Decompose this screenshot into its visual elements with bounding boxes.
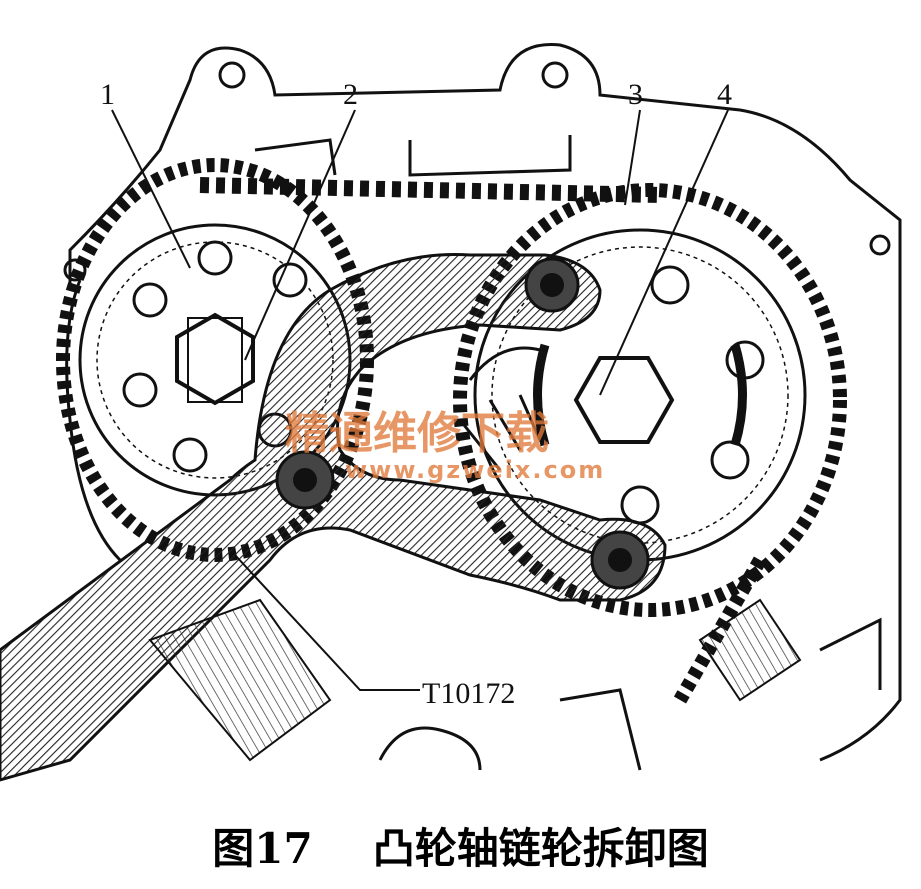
callout-3: 3 — [628, 78, 643, 111]
callout-2: 2 — [343, 78, 358, 111]
leader-lines — [111, 109, 729, 691]
lower-engine-detail — [148, 598, 802, 771]
tool-label: T10172 — [422, 677, 515, 710]
watermark-text: 精通维修下载 — [285, 408, 549, 459]
callout-4: 4 — [717, 78, 732, 111]
callout-1: 1 — [100, 78, 115, 111]
watermark-url: www.gzweix.com — [345, 456, 605, 484]
camshaft-sprocket-drawing: 1 2 3 4 T10172 精通维修下载 www.gzweix.com — [0, 43, 902, 782]
caption-number: 图17 — [212, 824, 313, 873]
caption-title: 凸轮轴链轮拆卸图 — [372, 824, 709, 873]
right-sprocket-bolt — [573, 356, 675, 444]
figure-caption: 图17 凸轮轴链轮拆卸图 — [0, 815, 921, 876]
